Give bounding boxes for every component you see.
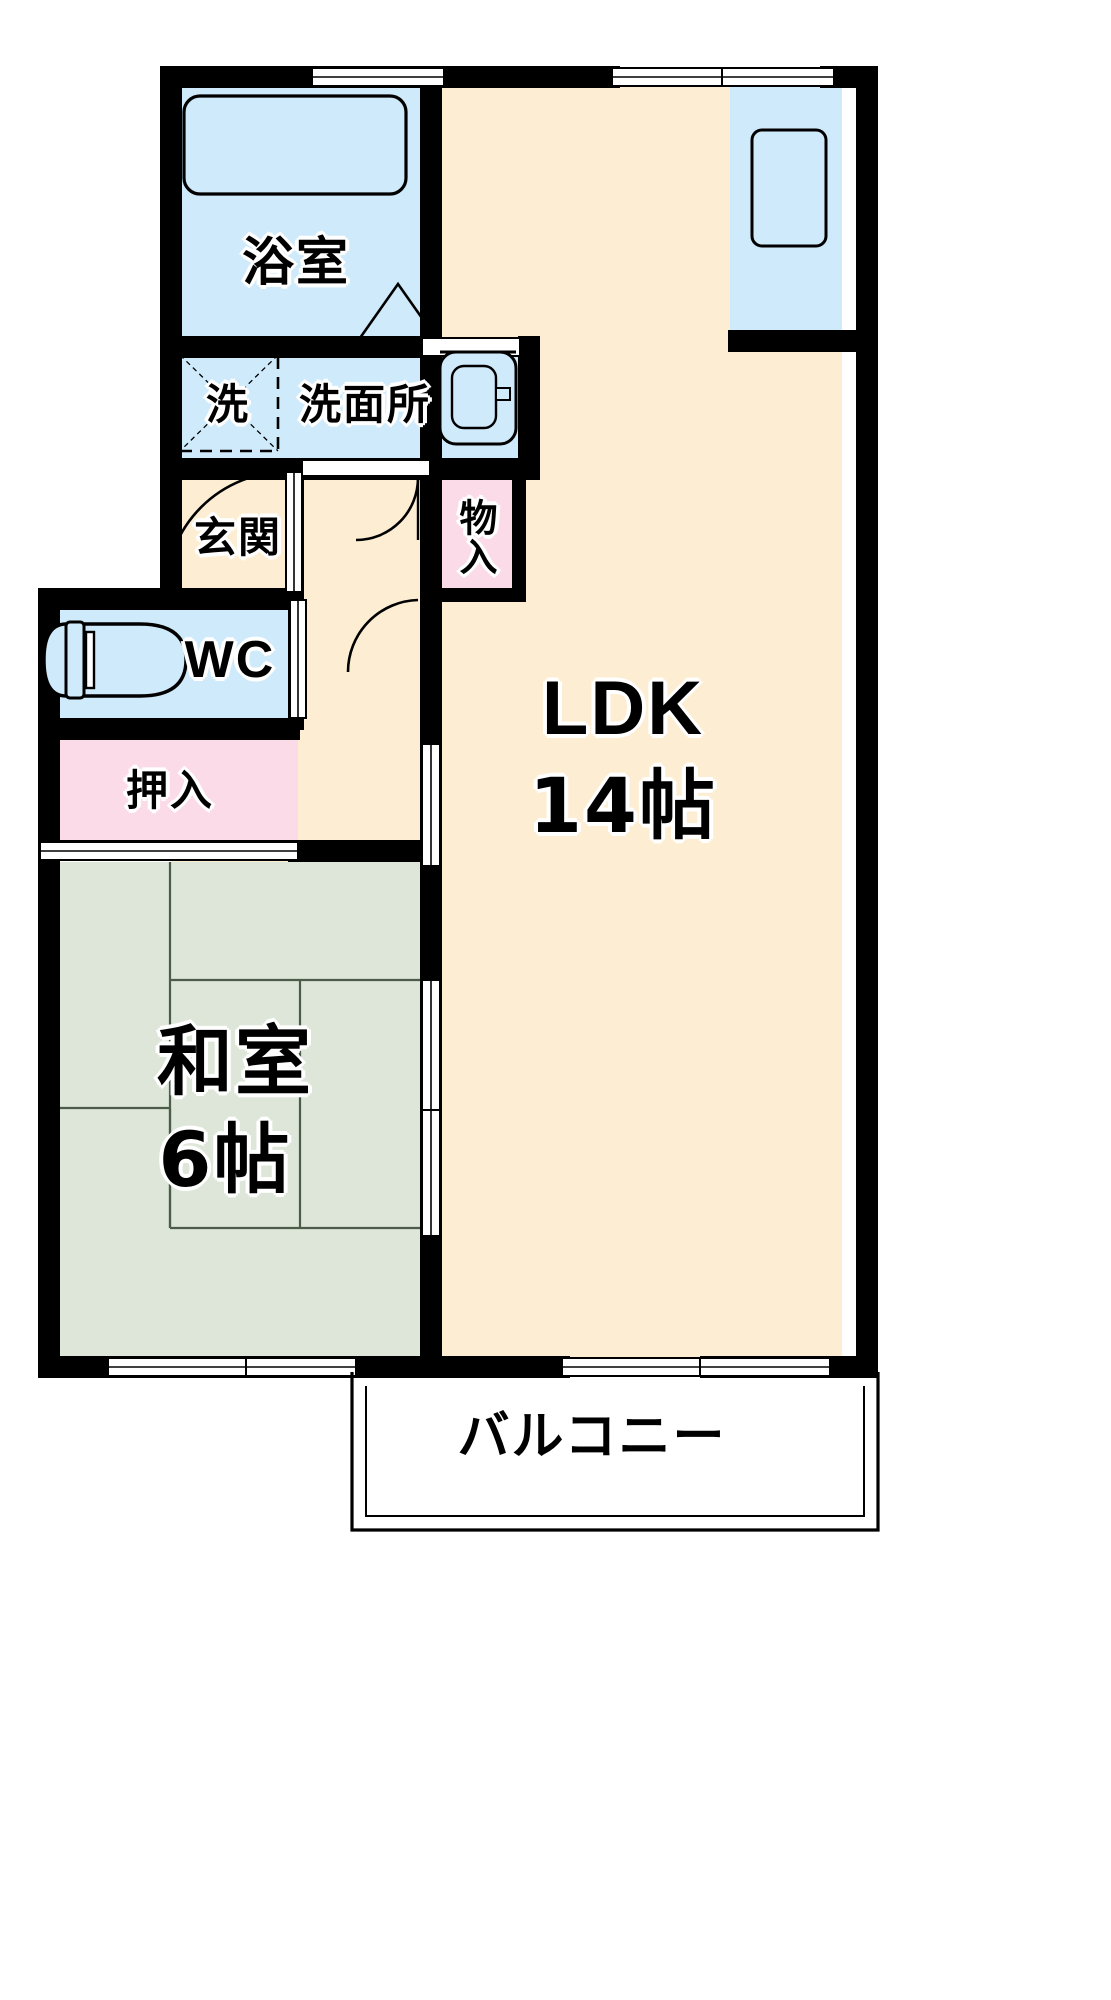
storage-fill <box>434 470 524 600</box>
window-ldk-bottom-2 <box>699 1357 831 1377</box>
window-washitsu-bottom <box>107 1357 249 1377</box>
wall-wc-oshiire <box>38 718 300 740</box>
door-swings[interactable] <box>164 281 438 673</box>
bath-door-symbol <box>358 281 438 339</box>
wall-washitsu-top-right <box>288 840 440 862</box>
front-door-leaf <box>285 471 303 593</box>
fixtures <box>42 94 828 700</box>
window-ldk-bottom-1 <box>561 1357 703 1377</box>
opening-washroom-hall <box>301 459 431 477</box>
entrance-fill <box>172 470 302 598</box>
windows <box>107 67 835 1377</box>
wall-storage-left <box>428 462 440 600</box>
wall-entrance-left <box>160 458 182 590</box>
tatami-mat-lines <box>38 862 430 1230</box>
hall-door-arc-2 <box>346 598 419 673</box>
wall-bottom-right <box>430 1356 570 1378</box>
wall-right-outer <box>856 66 878 1378</box>
washitsu-fill <box>38 862 430 1368</box>
window-bath <box>311 67 445 87</box>
wall-left-bath <box>160 66 182 478</box>
front-door-arc <box>164 470 287 593</box>
opening-hall-ldk <box>421 743 441 867</box>
vanity-basin-shape <box>438 350 518 446</box>
wall-washroom-bottom <box>160 458 320 480</box>
wall-bath-right <box>420 66 442 356</box>
wall-bath-washroom <box>160 336 420 358</box>
washer-slot-shape <box>178 353 280 453</box>
oshiire-fill <box>38 730 298 840</box>
wall-left-outer <box>38 588 60 1378</box>
bathtub-shape <box>182 94 408 196</box>
fusuma-oshiire <box>39 841 299 861</box>
wall-bottom-mid <box>352 1356 442 1378</box>
wall-storage-bottom <box>428 588 526 602</box>
wall-washroom-right <box>518 336 540 476</box>
shoji-washitsu-ldk-1 <box>421 979 441 1111</box>
toilet-shape <box>42 620 188 700</box>
kitchen-unit-shape <box>750 128 828 248</box>
shoji-washitsu-ldk-2 <box>421 1109 441 1237</box>
door-wc <box>289 599 307 719</box>
wall-storage-right <box>512 462 526 600</box>
window-ldk-top-2 <box>721 67 835 87</box>
wall-entrance-bottom <box>38 588 302 610</box>
wall-top-ldk-l <box>420 66 620 88</box>
balcony-outline <box>350 1372 880 1532</box>
wall-alcove-bottom <box>728 330 868 352</box>
window-washitsu-bottom-2 <box>245 1357 357 1377</box>
window-ldk-top-1 <box>611 67 723 87</box>
